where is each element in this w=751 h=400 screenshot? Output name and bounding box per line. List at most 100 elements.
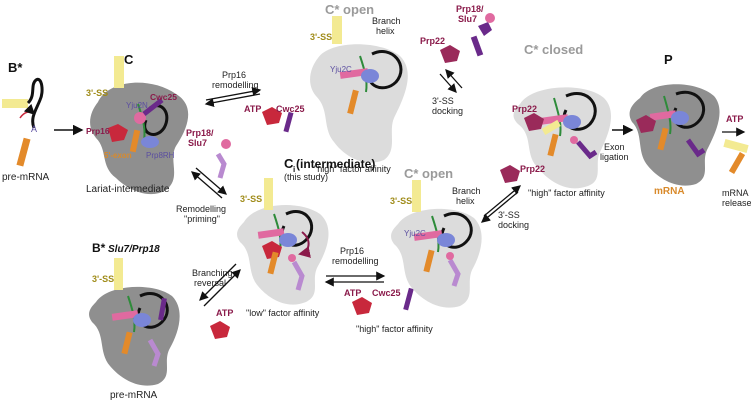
mrna-release: ATP mRNA release <box>722 114 751 208</box>
atp-top-label: ATP <box>244 104 261 114</box>
c-exon <box>129 129 141 153</box>
ci-to-copen-mid-transition: Prp16 remodelling ATP Cwc25 "high" facto… <box>324 246 433 334</box>
c-open-mid-blue <box>437 233 455 247</box>
b-star-state: B* A pre-mRNA <box>2 60 50 183</box>
ci-title-c: C <box>284 156 294 171</box>
slu7-top-label: Slu7 <box>458 14 477 24</box>
priming-label: "priming" <box>184 214 220 224</box>
arrow-ci-to-c <box>191 171 223 199</box>
mrna-release-word-b: release <box>722 198 751 208</box>
c-open-mid-3ss-label: 3'-SS <box>390 196 412 206</box>
slu7-top-shape <box>478 22 492 36</box>
ci-curved-arrow <box>298 231 311 258</box>
released-prp16-bottom <box>210 321 230 339</box>
arrow-closed-to-mid <box>481 191 519 223</box>
ci-this-study: (this study) <box>284 172 328 182</box>
ci-particle <box>237 204 329 305</box>
c-open-mid-prp18 <box>446 252 454 260</box>
c-closed-title: C* closed <box>524 42 583 57</box>
released-cwc25-top <box>283 111 294 133</box>
c-open-mid-title: C* open <box>404 166 453 181</box>
slu7-top-stalk <box>470 35 484 57</box>
c-closed-prp22 <box>524 113 544 131</box>
remodelling-cap-label: Remodelling <box>176 204 226 214</box>
pre-mrna-label-left: pre-mRNA <box>2 172 50 183</box>
c-open-top-3ss-label: 3'-SS <box>310 32 332 42</box>
c-five-exon-label: 5'-exon <box>104 151 132 160</box>
c-pink-factor <box>134 112 146 124</box>
c-closed-prp22-label: Prp22 <box>512 104 537 114</box>
copen-mid-to-cclosed-transition: Prp22 3'-SS docking <box>481 164 545 230</box>
c-open-top-affinity: "high" factor affinity <box>314 164 391 174</box>
c-open-top-blue <box>361 69 379 83</box>
reversal-label: reversal <box>194 278 226 288</box>
c-closed-slu7 <box>576 140 598 160</box>
prp18-left-dot <box>221 139 231 149</box>
c-open-mid-pink-bar <box>413 230 443 241</box>
c-star-open-mid-state: C* open 3'-SS Branch helix Yju2C <box>390 166 482 308</box>
c-title: C <box>124 52 134 67</box>
c-open-top-3ss <box>332 16 342 44</box>
c-cwc25 <box>142 98 164 116</box>
c-open-mid-exon <box>423 249 435 273</box>
arrow-copen-to-c <box>204 93 261 108</box>
p-blue <box>671 111 689 125</box>
p-pink-bar <box>649 110 677 121</box>
bstar-slu7-3ss-label: 3'-SS <box>92 274 114 284</box>
ci-exon <box>267 251 279 275</box>
ci-to-bstar-slu7-transition: Branching reversal ATP <box>192 263 241 339</box>
c-to-ci-transition: Remodelling "priming" Prp18/ Slu7 <box>176 128 231 224</box>
c-open-mid-particle <box>391 208 482 308</box>
helix-mid-label: helix <box>456 196 475 206</box>
c-closed-prp18 <box>570 136 578 144</box>
bstar-slu7-slu7 <box>147 338 161 367</box>
c-closed-3ss <box>541 119 561 135</box>
b-star-title: B* <box>8 60 23 75</box>
atp-mid-label: ATP <box>344 288 361 298</box>
released-prp16-top <box>262 107 282 125</box>
c-open-top-yju2c: Yju2C <box>330 65 352 74</box>
p-state: P mRNA <box>629 52 720 197</box>
c-closed-exon <box>547 133 559 157</box>
branch-mid-label: Branch <box>452 186 481 196</box>
docking-3ss-mid: 3'-SS <box>498 210 520 220</box>
five-exon-block <box>16 137 31 167</box>
released-exon <box>728 151 746 175</box>
c-open-mid-yju2c: Yju2C <box>404 229 426 238</box>
prp22-top-shape <box>440 45 460 63</box>
ci-title-suffix: (intermediate) <box>296 157 375 171</box>
c-prp16-label: Prp16 <box>86 126 110 136</box>
copen-mid-affinity: "high" factor affinity <box>356 324 433 334</box>
c-yju2n-label: Yju2N <box>126 101 148 110</box>
prp16-remod-top-label: Prp16 <box>222 70 246 80</box>
c-to-copen-top-transition: Prp16 remodelling ATP Cwc25 <box>204 70 305 133</box>
c-star-open-top-state: C* open 3'-SS Branch helix Yju2C "high" … <box>310 2 408 174</box>
bstar-slu7-pink-bar <box>111 310 139 321</box>
arrow-docking-up <box>445 69 463 89</box>
c-open-top-title: C* open <box>325 2 374 17</box>
c-open-top-exon <box>347 89 359 115</box>
c-open-mid-3ss <box>412 180 421 212</box>
released-3ss <box>723 139 749 153</box>
c-star-closed-state: C* closed Prp22 "high" factor affinity <box>512 42 612 198</box>
p-prp22 <box>636 115 656 133</box>
bstar-slu7-sup: Slu7/Prp18 <box>108 244 160 255</box>
bstar-slu7-blue <box>133 313 151 327</box>
c-closed-blue <box>563 115 581 129</box>
mrna-release-word-a: mRNA <box>722 188 749 198</box>
prp22-mid-label: Prp22 <box>520 164 545 174</box>
arrow-c-to-copen <box>205 86 262 101</box>
bstar-slu7-title: B* <box>92 241 106 255</box>
ci-title-sub: i <box>293 165 295 174</box>
p-particle <box>629 84 720 186</box>
prp18-left-label: Prp18/ <box>186 128 214 138</box>
branching-label: Branching <box>192 268 233 278</box>
c-open-mid-slu7 <box>447 258 461 287</box>
c-three-ss-helix <box>114 56 124 88</box>
pre-mrna-strand <box>26 77 44 129</box>
ci-pink-bar <box>257 228 285 239</box>
bstar-slu7-3ss <box>114 258 123 290</box>
prp22-mid-shape <box>500 165 520 183</box>
